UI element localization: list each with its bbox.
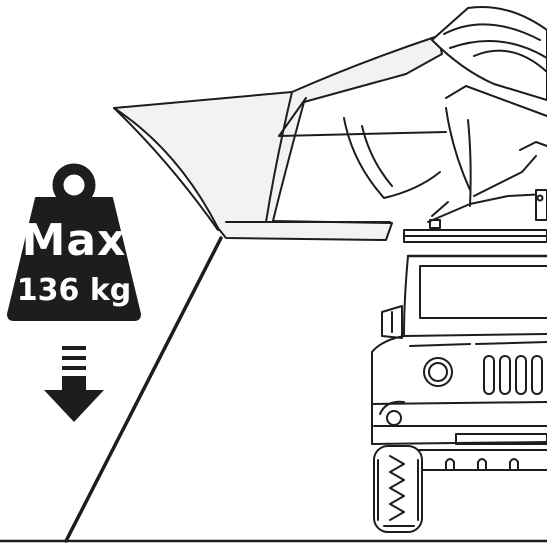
weight-limit-label: Max	[21, 215, 127, 266]
kettlebell-weight-icon	[7, 163, 141, 321]
roof-top-tent	[403, 5, 547, 243]
awning-canopy	[113, 35, 447, 241]
vehicle-front	[371, 254, 547, 533]
weight-limit-value: 136 kg	[16, 273, 132, 308]
awning-support-pole	[64, 236, 223, 543]
down-arrow-icon	[44, 346, 104, 422]
